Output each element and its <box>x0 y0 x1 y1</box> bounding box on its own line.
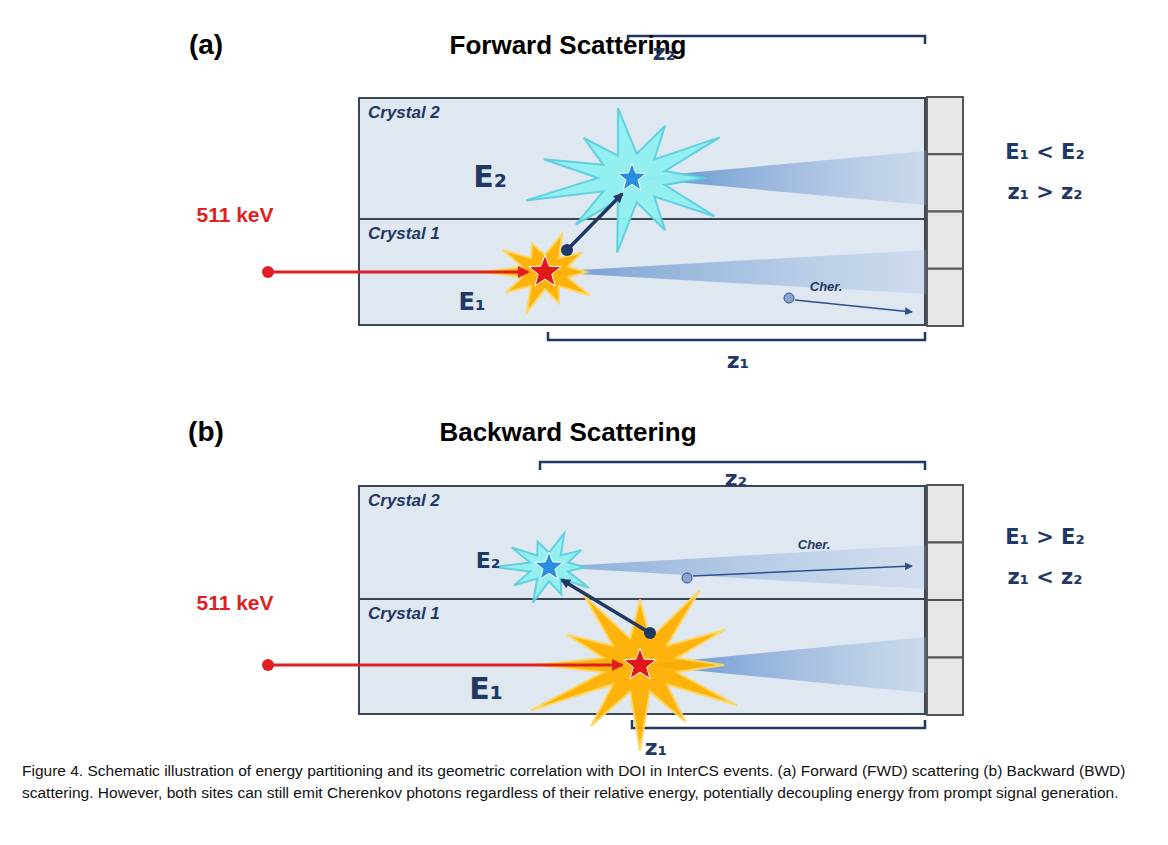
light-cone <box>632 151 926 205</box>
dimension-label: z₂ <box>725 466 747 491</box>
dimension-bracket <box>548 332 925 340</box>
energy-label: E₂ <box>476 548 501 573</box>
cherenkov-dot <box>784 293 794 303</box>
source-dot <box>262 266 274 278</box>
crystal-box: Crystal 1 <box>358 598 926 715</box>
crystal-label: Crystal 1 <box>368 224 440 244</box>
interaction-star <box>529 255 561 286</box>
photodetector-pixel <box>927 543 963 601</box>
relation-label: E₁ > E₂ <box>1005 525 1084 549</box>
photodetector-pixel <box>927 600 963 658</box>
crystal-box: Crystal 1 <box>358 218 926 326</box>
cherenkov-arrow <box>795 300 912 312</box>
relation-label: E₁ < E₂ <box>1005 140 1084 164</box>
energy-label: E₂ <box>473 159 507 194</box>
figure-caption: Figure 4. Schematic illustration of ener… <box>22 760 1142 805</box>
photodetector-pixel <box>927 97 963 154</box>
crystal-box: Crystal 2 <box>358 485 926 600</box>
relation-label: z₁ > z₂ <box>1007 180 1082 204</box>
cherenkov-label: Cher. <box>798 537 831 552</box>
crystal-label: Crystal 2 <box>368 103 440 123</box>
energy-label: E₁ <box>469 671 503 706</box>
cherenkov-arrow <box>693 566 912 576</box>
photodetector-pixel <box>927 269 963 326</box>
panel-title: Backward Scattering <box>439 417 696 448</box>
light-cone <box>549 545 926 589</box>
gamma-energy: 511 keV <box>196 203 273 227</box>
crystal-box: Crystal 2 <box>358 97 926 220</box>
light-cone <box>640 637 926 693</box>
photodetector-pixel <box>927 154 963 211</box>
light-cone <box>545 250 926 294</box>
interaction-star <box>618 163 647 190</box>
cherenkov-label: Cher. <box>810 279 843 294</box>
energy-burst <box>531 591 737 751</box>
panel-title: Forward Scattering <box>450 30 687 61</box>
scatter-dot <box>644 627 656 639</box>
energy-burst <box>494 533 589 602</box>
scatter-arrow <box>567 194 622 250</box>
relation-label: z₁ < z₂ <box>1007 565 1082 589</box>
scatter-arrow <box>562 580 650 633</box>
dimension-label: z₁ <box>727 348 749 373</box>
photodetector-pixel <box>927 485 963 543</box>
gamma-energy: 511 keV <box>196 591 273 615</box>
source-dot <box>262 659 274 671</box>
panel-letter: (b) <box>188 416 224 448</box>
energy-burst <box>483 234 590 312</box>
gamma-ray-arrow <box>268 271 528 274</box>
cherenkov-dot <box>682 573 692 583</box>
dimension-bracket <box>632 720 925 728</box>
energy-label: E₁ <box>459 288 486 316</box>
crystal-label: Crystal 1 <box>368 604 440 624</box>
photodetector-pixel <box>927 658 963 716</box>
interaction-star <box>624 648 656 679</box>
dimension-label: z₂ <box>653 40 675 65</box>
photodetector-pixel <box>927 212 963 269</box>
scatter-dot <box>561 244 573 256</box>
dimension-label: z₁ <box>645 735 667 760</box>
interaction-star <box>535 552 564 579</box>
gamma-ray-arrow <box>268 664 622 667</box>
energy-burst <box>526 108 720 252</box>
crystal-label: Crystal 2 <box>368 491 440 511</box>
panel-letter: (a) <box>189 29 223 61</box>
